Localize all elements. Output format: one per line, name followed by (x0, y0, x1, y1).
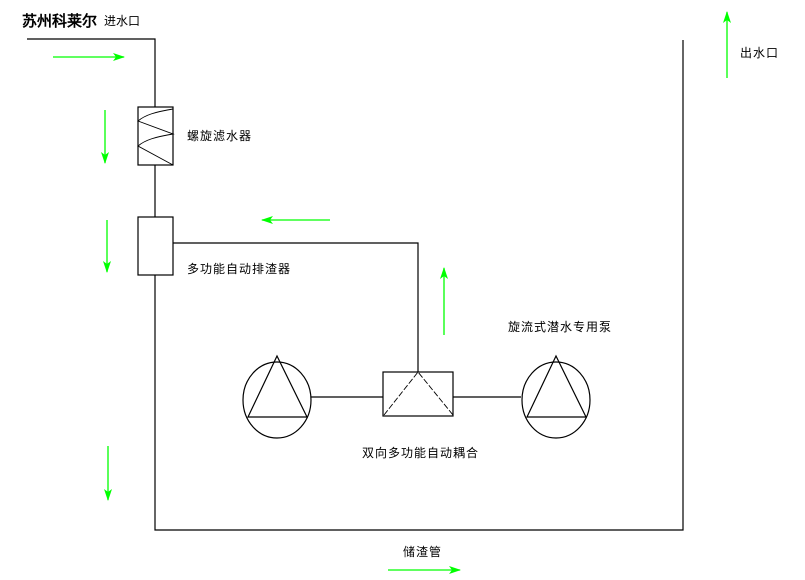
auto-slag-discharger-label: 多功能自动排渣器 (187, 262, 292, 276)
outlet-label: 出水口 (740, 46, 780, 60)
right-pump-icon (521, 354, 591, 439)
auto-coupling-label: 双向多功能自动耦合 (362, 446, 480, 460)
left-pump-icon (242, 354, 312, 439)
auto-coupling-box (382, 371, 454, 417)
return-pipe (173, 242, 419, 372)
coupling-chevron (383, 371, 454, 416)
spiral-filter-box (137, 106, 174, 166)
main-pipe (27, 38, 684, 531)
slag-pipe-label: 储渣管 (403, 545, 443, 559)
submersible-pump-label: 旋流式潜水专用泵 (508, 320, 613, 334)
spiral-filter-label: 螺旋滤水器 (187, 129, 253, 143)
inlet-label: 进水口 (104, 14, 141, 28)
auto-slag-discharger-box (137, 216, 174, 276)
company-title: 苏州科莱尔 (22, 12, 98, 30)
spiral-filter-coil (137, 108, 175, 166)
